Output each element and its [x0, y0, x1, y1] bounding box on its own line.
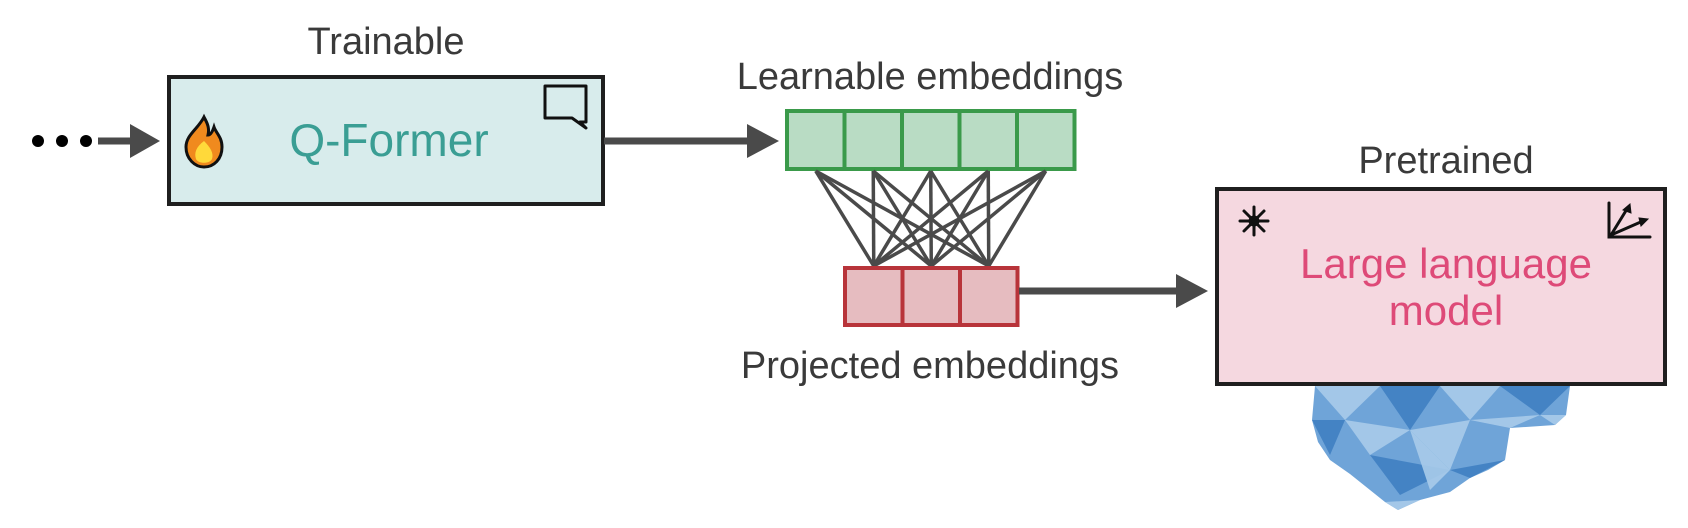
iceberg-facet [1380, 386, 1440, 430]
vector-axes-icon [1607, 201, 1652, 239]
iceberg-facet [1450, 460, 1505, 478]
speech-bubble-icon [543, 84, 588, 130]
iceberg-facet [1470, 415, 1540, 428]
input-ellipsis [32, 135, 92, 147]
llm-block[interactable]: Large language model [1215, 187, 1667, 386]
iceberg-facet [1500, 386, 1570, 415]
iceberg-facet [1410, 430, 1450, 490]
projected-embedding-cell [900, 266, 962, 327]
llm-title-line2: model [1389, 287, 1503, 334]
snowflake-icon [1238, 205, 1270, 237]
connection-line [872, 170, 933, 267]
learnable-embedding-cell [785, 109, 847, 171]
learnable-embeddings-row [785, 109, 1077, 171]
iceberg-facet [1345, 420, 1410, 455]
iceberg-facet [1440, 386, 1500, 420]
fire-icon [184, 113, 224, 169]
learnable-embeddings-label: Learnable embeddings [737, 56, 1124, 98]
arrow-to-llm [1019, 274, 1208, 308]
connection-line [814, 170, 876, 267]
llm-title-line1: Large language [1300, 240, 1592, 287]
projected-embeddings-row [843, 266, 1020, 327]
llm-heading: Pretrained [1358, 140, 1533, 182]
iceberg-facet [1540, 415, 1566, 425]
projected-embedding-cell [958, 266, 1020, 327]
learnable-embedding-cell [842, 109, 904, 171]
iceberg-facet [1370, 455, 1450, 495]
projected-embeddings-label: Projected embeddings [741, 345, 1119, 387]
connection-line [930, 169, 1047, 268]
arrow-to-learnable [604, 124, 779, 158]
connection-line [987, 170, 1048, 267]
ellipsis-dot [80, 135, 92, 147]
connection-line [872, 169, 1047, 268]
learnable-embedding-cell [900, 109, 962, 171]
qformer-title: Q-Former [289, 114, 488, 166]
iceberg-facet [1315, 386, 1380, 420]
projected-embedding-cell [843, 266, 905, 327]
input-arrow [98, 124, 160, 158]
ellipsis-dot [32, 135, 44, 147]
projection-connections [814, 169, 1048, 268]
qformer-block[interactable]: Q-Former [167, 75, 605, 206]
learnable-embedding-cell [957, 109, 1019, 171]
connection-line [871, 170, 876, 267]
iceberg-facet [1312, 420, 1345, 455]
iceberg-icon [1312, 386, 1570, 510]
iceberg-facet [1410, 420, 1470, 470]
iceberg-facet [1385, 500, 1420, 510]
connection-line [872, 169, 990, 268]
qformer-heading: Trainable [307, 21, 464, 63]
ellipsis-dot [56, 135, 68, 147]
learnable-embedding-cell [1015, 109, 1077, 171]
